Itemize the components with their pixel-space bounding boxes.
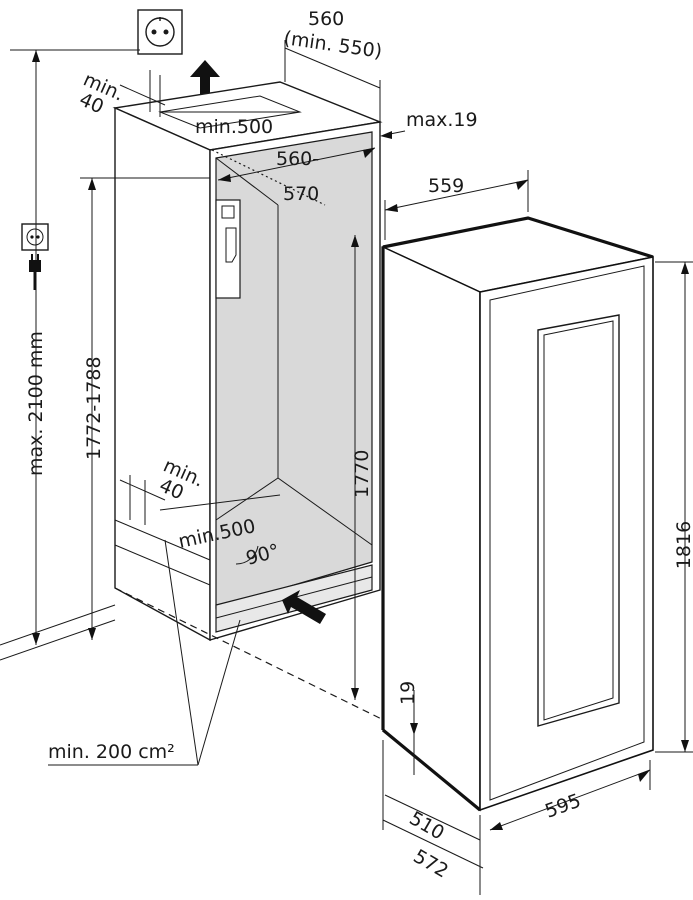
total-height-label: max. 2100 mm: [25, 331, 47, 476]
angle-arc: [235, 545, 259, 565]
vent-area-label: min. 200 cm²: [48, 741, 175, 763]
wine-cabinet-appliance: [380, 216, 654, 812]
panel-max-label: max.19: [406, 109, 478, 131]
niche-depth-label: 560: [308, 8, 344, 30]
socket-icon: [137, 9, 183, 55]
depth-572-label: 572: [410, 845, 452, 882]
airflow-in-arrow-icon: [282, 590, 326, 624]
width-595-label: 595: [542, 790, 584, 823]
niche-carcass: [112, 81, 383, 642]
top-vent-width-label: min.500: [195, 116, 273, 138]
niche-height-label: 1772-1788: [83, 356, 105, 460]
appliance-depth-top-label: 559: [428, 175, 464, 197]
airflow-up-arrow-icon: [190, 60, 220, 100]
niche-width-label-b: 570: [283, 183, 319, 205]
door-height-label: 1770: [351, 450, 373, 498]
dimension-lines: [10, 40, 693, 895]
appliance-height-label: 1816: [673, 521, 693, 569]
niche-depth-min-label: (min. 550): [282, 27, 383, 63]
depth-510-label: 510: [406, 807, 448, 844]
door-offset-label: 19: [397, 681, 419, 705]
plug-icon: [21, 223, 49, 290]
niche-width-label-a: 560-: [276, 148, 319, 170]
